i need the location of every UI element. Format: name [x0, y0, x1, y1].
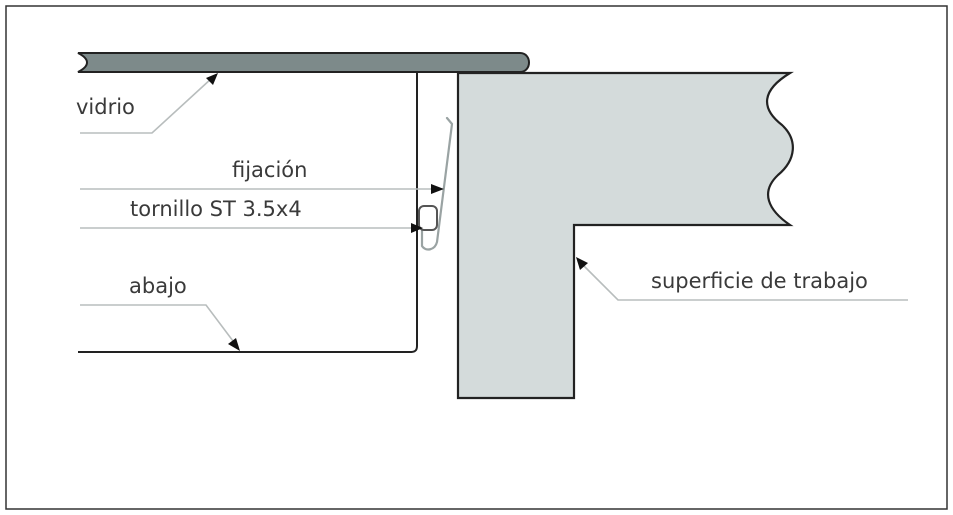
- label-bottom: abajo: [129, 274, 187, 298]
- label-glass: vidrio: [76, 95, 135, 119]
- label-screw: tornillo ST 3.5x4: [130, 197, 302, 221]
- leader-arrow-bottom: [228, 338, 240, 351]
- leader-line-worktop: [579, 261, 908, 301]
- leader-arrow-worktop: [576, 257, 588, 270]
- bottom-panel-outline: [78, 72, 418, 353]
- leader-arrow-fixing: [431, 184, 444, 194]
- leader-arrow-screw: [411, 223, 423, 233]
- label-worktop: superficie de trabajo: [651, 269, 868, 293]
- leader-arrow-glass: [206, 73, 218, 85]
- label-fixing: fijación: [232, 158, 307, 182]
- glass-panel: [77, 52, 530, 73]
- leader-line-glass: [80, 77, 213, 134]
- worktop-section: [456, 71, 794, 400]
- leader-line-bottom: [80, 304, 237, 346]
- screw-head: [418, 205, 438, 231]
